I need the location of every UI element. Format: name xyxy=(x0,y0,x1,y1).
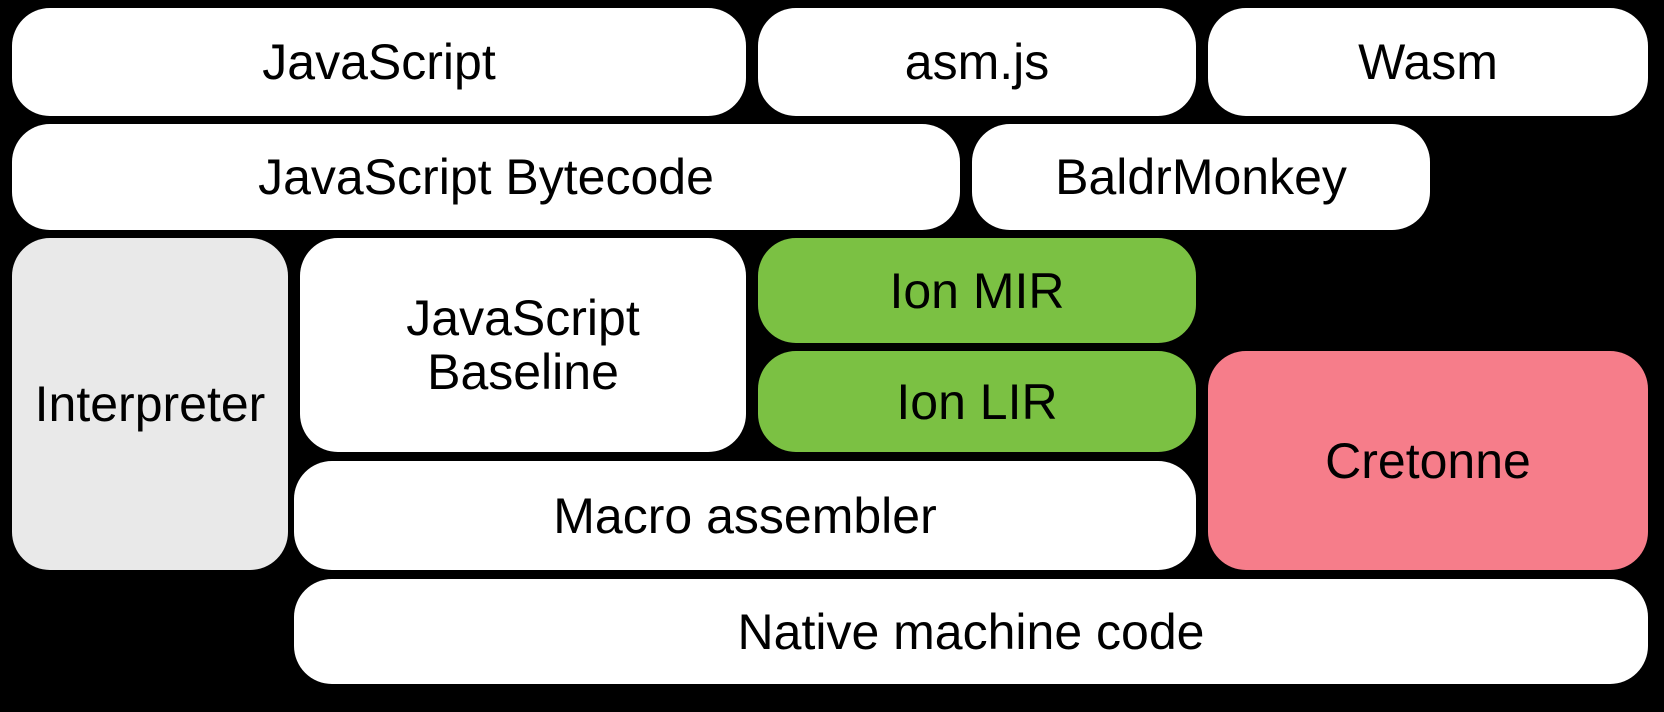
node-ion-lir-label: Ion LIR xyxy=(896,373,1058,430)
node-ion-mir: Ion MIR xyxy=(758,238,1196,343)
node-ion-mir-label: Ion MIR xyxy=(889,262,1065,319)
node-native-machine-code-label: Native machine code xyxy=(737,603,1205,660)
node-macro-assembler-label: Macro assembler xyxy=(553,487,937,544)
node-ion-lir: Ion LIR xyxy=(758,351,1196,452)
node-asmjs-label: asm.js xyxy=(904,34,1050,90)
node-javascript-bytecode: JavaScript Bytecode xyxy=(12,124,960,230)
node-native-machine-code: Native machine code xyxy=(294,579,1648,684)
node-baldrmonkey-label: BaldrMonkey xyxy=(1055,149,1347,205)
node-javascript-label: JavaScript xyxy=(262,34,496,90)
node-javascript-baseline-line2: Baseline xyxy=(427,344,619,400)
node-baldrmonkey: BaldrMonkey xyxy=(972,124,1430,230)
node-wasm: Wasm xyxy=(1208,8,1648,116)
node-interpreter-label: Interpreter xyxy=(34,376,266,432)
node-cretonne-label: Cretonne xyxy=(1325,432,1531,489)
node-cretonne: Cretonne xyxy=(1208,351,1648,570)
node-javascript: JavaScript xyxy=(12,8,746,116)
node-javascript-baseline: JavaScript Baseline xyxy=(300,238,746,452)
node-interpreter: Interpreter xyxy=(12,238,288,570)
node-javascript-bytecode-label: JavaScript Bytecode xyxy=(258,149,714,205)
node-javascript-baseline-line1: JavaScript xyxy=(406,290,640,346)
node-asmjs: asm.js xyxy=(758,8,1196,116)
node-wasm-label: Wasm xyxy=(1358,34,1498,90)
node-macro-assembler: Macro assembler xyxy=(294,461,1196,570)
